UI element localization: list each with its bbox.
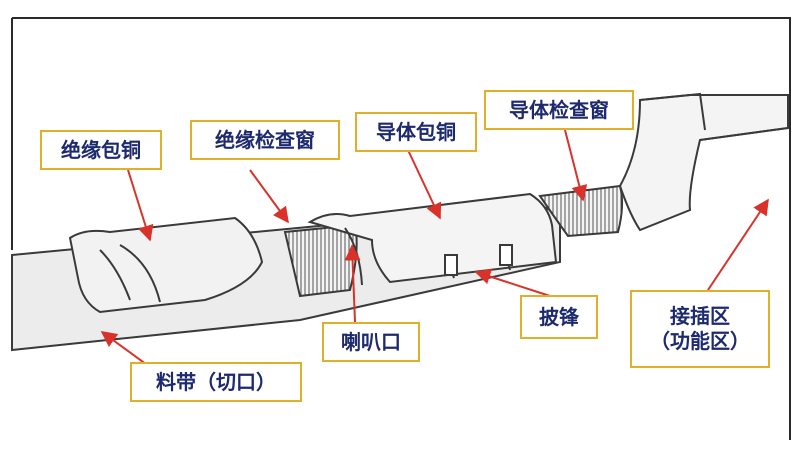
label-contact-zone-line2: （功能区） [650,329,750,353]
arrow-conductor-window [564,129,588,202]
label-carrier-strip: 料带（切口） [130,362,302,402]
arrow-bellmouth [344,244,361,323]
label-bellmouth: 喇叭口 [322,322,420,362]
arrow-burr [474,268,551,297]
arrow-insulation-window [249,169,289,224]
outer-frame [12,17,791,440]
arrow-contact-zone [707,198,769,291]
arrow-insulation-crimp [127,169,154,242]
label-burr-text: 披锋 [539,304,579,329]
insulation-crimp-sleeve [68,216,264,314]
label-bellmouth-text: 喇叭口 [341,329,401,354]
label-conductor-window-text: 导体检查窗 [509,97,609,122]
label-insulation-crimp-text: 绝缘包铜 [61,137,141,162]
label-insulation-crimp: 绝缘包铜 [40,130,162,170]
insulation-window-hatch [283,223,358,298]
label-burr: 披锋 [520,295,598,339]
arrow-conductor-crimp [407,149,442,220]
label-contact-zone: 接插区 （功能区） [630,290,770,368]
label-conductor-crimp: 导体包铜 [355,112,477,152]
label-conductor-crimp-text: 导体包铜 [376,119,456,144]
burr-notch-2 [499,244,513,266]
label-insulation-window: 绝缘检查窗 [190,120,340,160]
burr-notch-1 [444,254,458,276]
label-carrier-strip-text: 料带（切口） [156,369,276,394]
contact-zone [618,92,789,232]
label-conductor-window: 导体检查窗 [484,90,634,130]
conductor-window-hatch [538,184,624,238]
label-contact-zone-line1: 接插区 [670,304,730,328]
label-insulation-window-text: 绝缘检查窗 [215,127,315,152]
